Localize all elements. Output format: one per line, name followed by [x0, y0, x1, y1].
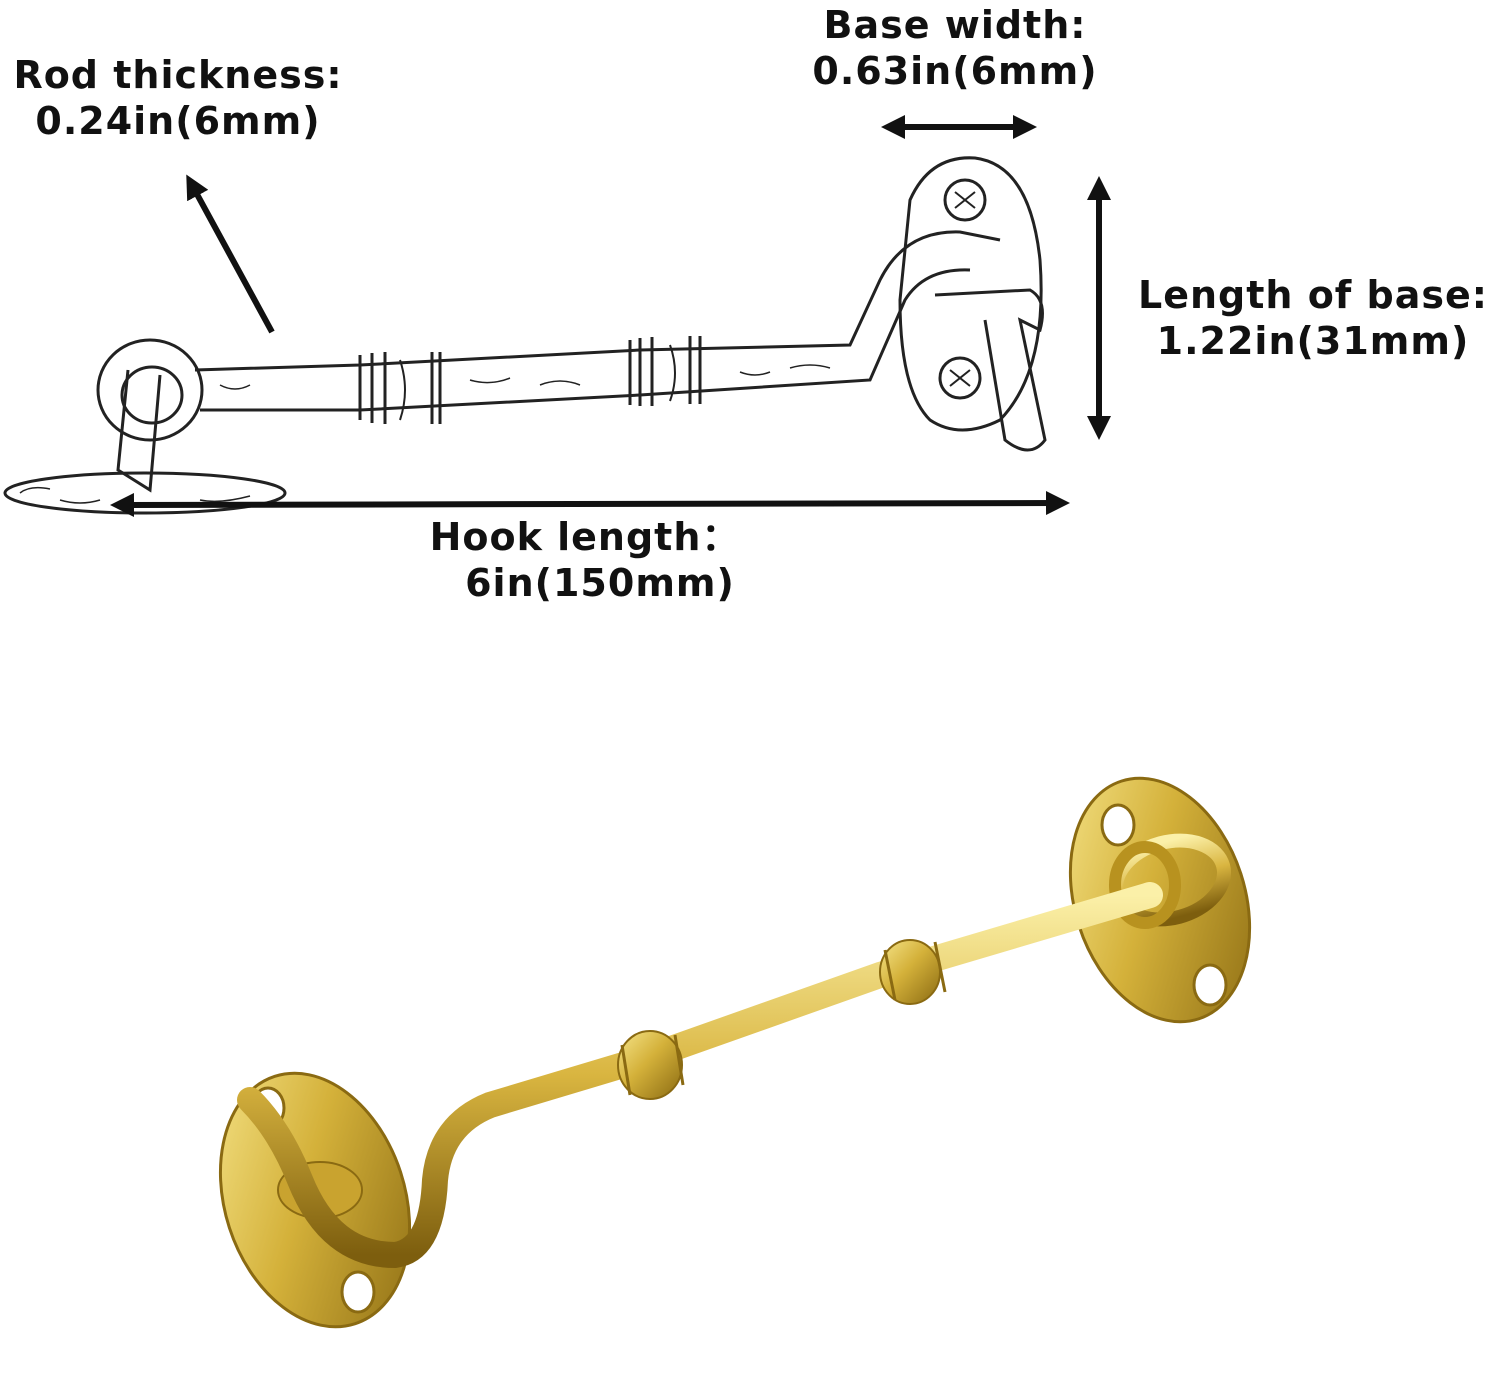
- rod-thickness-value: 0.24in(6mm): [35, 99, 321, 143]
- right-base-plate-sketch: [898, 156, 1047, 452]
- hook-rod-sketch: [194, 230, 1001, 424]
- right-brass-plate: [1068, 776, 1252, 1024]
- dimension-diagram: [3, 115, 1111, 517]
- hook-length-arrow: [110, 491, 1070, 517]
- length-of-base-value: 1.22in(31mm): [1156, 319, 1470, 363]
- length-of-base-title: Length of base:: [1138, 273, 1488, 317]
- rod-thickness-label: Rod thickness: 0.24in(6mm): [0, 52, 356, 144]
- left-brass-plate: [218, 1071, 412, 1329]
- brass-rod: [237, 882, 1163, 1268]
- base-width-label: Base width: 0.63in(6mm): [800, 2, 1110, 94]
- hook-length-title: Hook length：: [429, 515, 741, 559]
- eye-ring-sketch: [96, 338, 204, 442]
- length-of-base-label: Length of base: 1.22in(31mm): [1126, 272, 1500, 364]
- base-width-value: 0.63in(6mm): [812, 49, 1098, 93]
- left-base-plate-sketch: [3, 369, 287, 515]
- base-width-title: Base width:: [823, 3, 1087, 47]
- hook-length-value: 6in(150mm): [465, 561, 735, 605]
- rod-thickness-title: Rod thickness:: [13, 53, 343, 97]
- hook-length-label: Hook length： 6in(150mm): [420, 514, 750, 606]
- rod-thickness-arrow: [186, 174, 275, 334]
